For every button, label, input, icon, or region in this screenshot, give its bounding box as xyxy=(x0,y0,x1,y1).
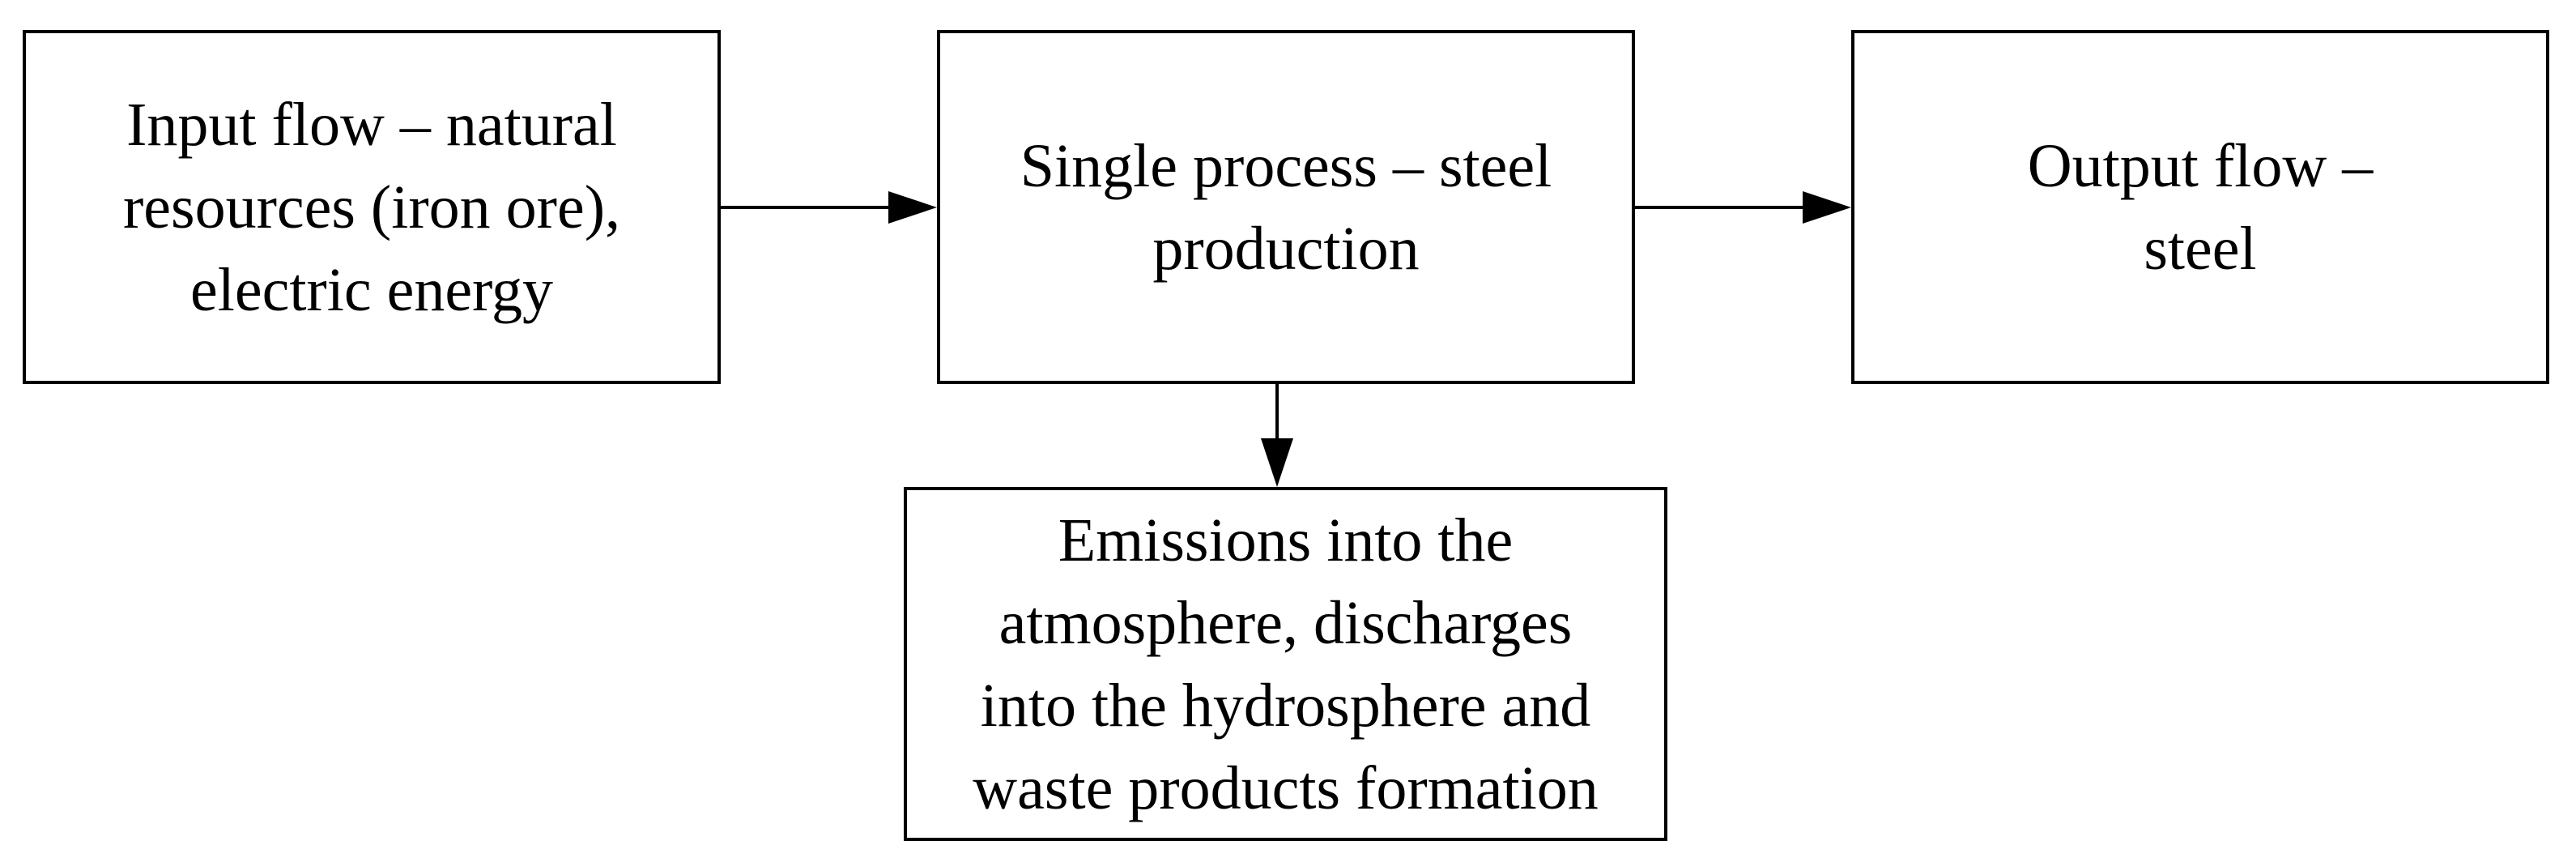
output-flow-box: Output flow – steel xyxy=(1851,30,2549,384)
emissions-line: into the hydrosphere and xyxy=(980,671,1591,740)
output-flow-line: Output flow – xyxy=(2027,131,2374,200)
arrow-input-to-process xyxy=(721,191,937,224)
output-flow-label: Output flow – steel xyxy=(2028,125,2373,290)
emissions-line: waste products formation xyxy=(973,753,1599,822)
single-process-line: production xyxy=(1152,214,1420,283)
emissions-line: Emissions into the xyxy=(1058,506,1514,574)
arrow-process-to-output xyxy=(1635,191,1851,224)
single-process-box: Single process – steel production xyxy=(937,30,1635,384)
arrow-process-to-emissions xyxy=(1261,384,1293,487)
input-flow-label: Input flow – natural resources (iron ore… xyxy=(123,83,620,331)
emissions-box: Emissions into the atmosphere, discharge… xyxy=(904,487,1667,841)
emissions-line: atmosphere, discharges xyxy=(998,588,1573,657)
input-flow-box: Input flow – natural resources (iron ore… xyxy=(23,30,721,384)
input-flow-line: electric energy xyxy=(190,255,553,324)
output-flow-line: steel xyxy=(2144,214,2257,283)
emissions-label: Emissions into the atmosphere, discharge… xyxy=(973,499,1598,830)
input-flow-line: resources (iron ore), xyxy=(122,173,621,241)
input-flow-line: Input flow – natural xyxy=(126,90,617,159)
single-process-line: Single process – steel xyxy=(1020,131,1552,200)
single-process-label: Single process – steel production xyxy=(1020,125,1552,290)
